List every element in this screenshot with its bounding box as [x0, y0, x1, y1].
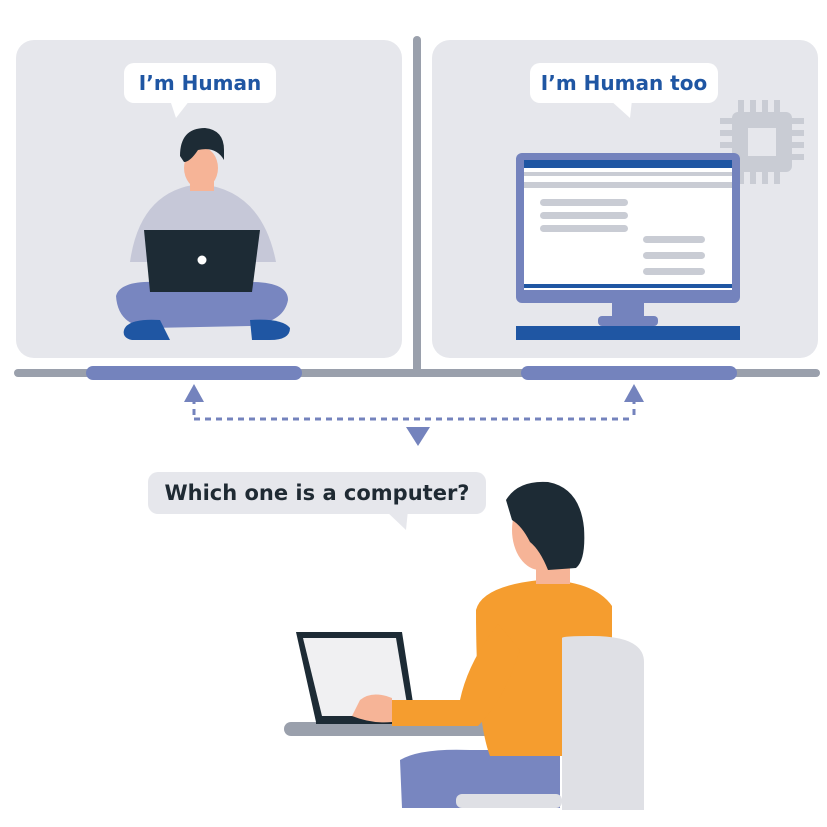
left-speech-bubble: I’m Human	[124, 63, 276, 103]
divider-wall	[413, 36, 421, 376]
right-floor-bar	[521, 366, 737, 380]
monitor-icon	[516, 153, 740, 340]
question-speech-bubble: Which one is a computer?	[148, 472, 486, 514]
connector-arrows	[184, 384, 644, 446]
arrow-up-icon	[184, 384, 204, 402]
human-bubble-tail	[170, 100, 190, 118]
question-bubble-tail	[385, 510, 408, 530]
right-speech-bubble: I’m Human too	[530, 63, 718, 103]
arrow-down-icon	[406, 427, 430, 446]
human-too-bubble-tail	[610, 100, 632, 118]
person-laptop-icon	[116, 128, 290, 340]
arrow-up-icon	[624, 384, 644, 402]
interrogator-figure	[284, 481, 644, 810]
chip-icon	[720, 100, 804, 184]
left-floor-bar	[86, 366, 302, 380]
